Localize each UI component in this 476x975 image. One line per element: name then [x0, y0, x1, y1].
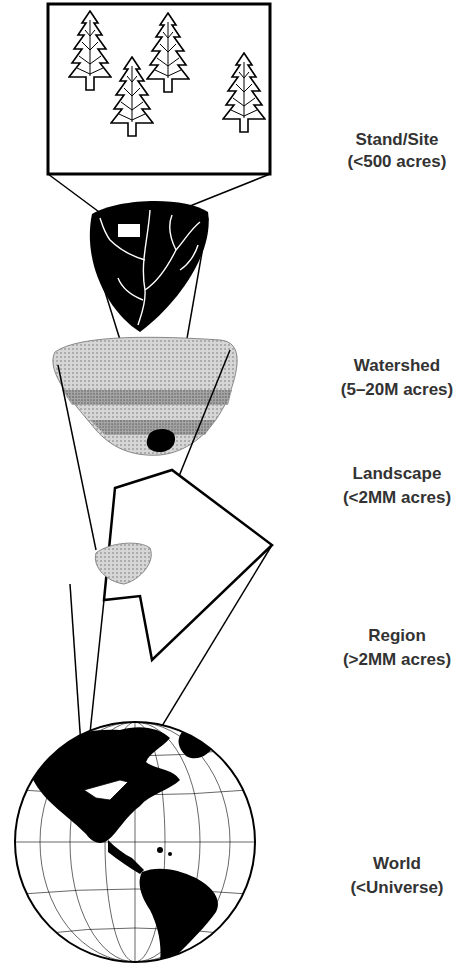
- scale-area: (<500 acres): [322, 152, 472, 172]
- scale-area: (<2MM acres): [322, 488, 472, 508]
- scale-name: Landscape: [322, 464, 472, 484]
- scale-name: Watershed: [322, 356, 472, 376]
- scale-area: (>2MM acres): [322, 650, 472, 670]
- scale-name: Stand/Site: [322, 130, 472, 150]
- scale-area: (<Universe): [322, 878, 472, 898]
- scale-area: (5–20M acres): [322, 380, 472, 400]
- scale-name: Region: [322, 626, 472, 646]
- scale-name: World: [322, 854, 472, 874]
